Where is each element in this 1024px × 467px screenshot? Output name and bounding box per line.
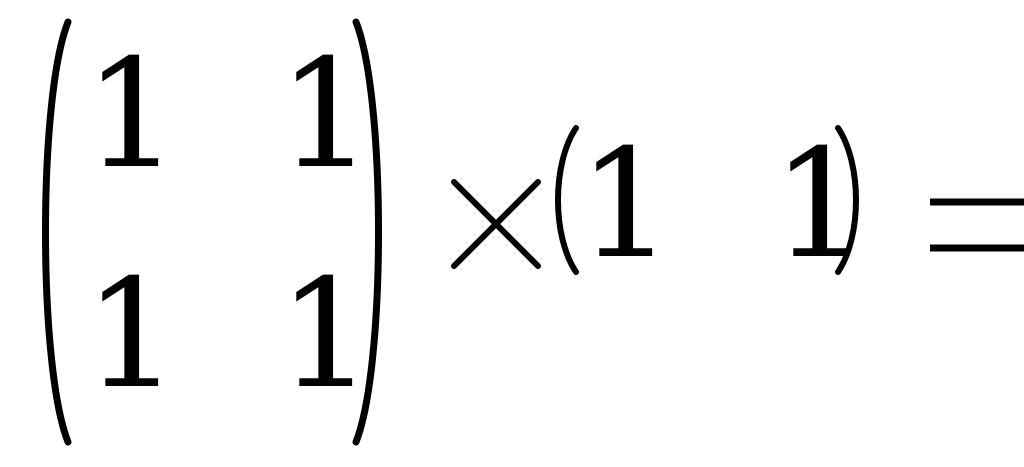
multiply-sign <box>451 179 541 269</box>
equals-sign <box>930 198 1024 252</box>
matrix-cell-r1c1: 1 <box>84 28 180 202</box>
matrix-right-paren <box>352 18 382 446</box>
matrix-left-paren <box>42 18 72 446</box>
matrix-cell-r2c2: 1 <box>278 248 374 422</box>
vector-cell-1: 1 <box>578 118 674 292</box>
vector-left-paren <box>555 125 579 275</box>
matrix-cell-r1c2: 1 <box>278 28 374 202</box>
vector-right-paren <box>835 125 859 275</box>
matrix-cell-r2c1: 1 <box>84 248 180 422</box>
